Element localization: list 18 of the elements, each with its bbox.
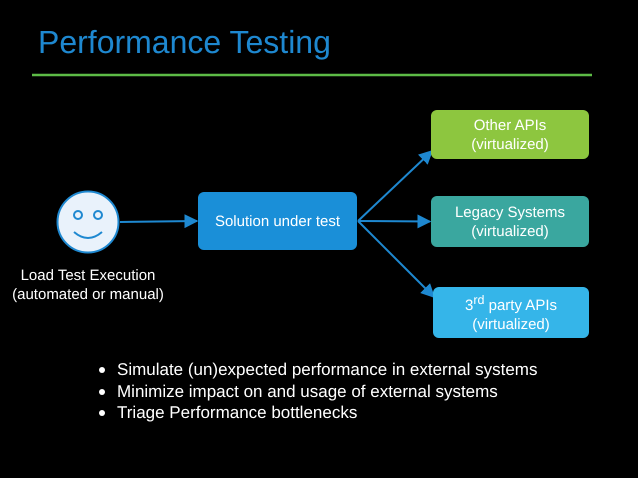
box-label: Other APIs (virtualized) xyxy=(470,116,550,154)
arrow xyxy=(358,214,432,228)
process-box xyxy=(433,287,589,338)
arrow xyxy=(120,214,198,228)
box-label: 3$^{rd}$ party APIs (virtualized) xyxy=(464,292,558,334)
process-box xyxy=(431,196,589,247)
arrow xyxy=(357,220,435,298)
process-box xyxy=(431,110,589,159)
bullet-text: Simulate (un)expected performance in external systems xyxy=(117,360,538,380)
process-box xyxy=(198,192,357,250)
node-caption: Load Test Execution (automated or manual) xyxy=(11,266,165,304)
box-label: Legacy Systems (virtualized) xyxy=(454,202,566,240)
arrow xyxy=(357,150,434,222)
bullet-text: Triage Performance bottlenecks xyxy=(117,403,358,423)
bullet-text: Minimize impact on and usage of external systems xyxy=(117,382,498,402)
slide-title: Performance Testing xyxy=(38,24,331,61)
smiley-face-icon xyxy=(56,190,120,254)
box-label: Solution under test xyxy=(214,212,340,230)
